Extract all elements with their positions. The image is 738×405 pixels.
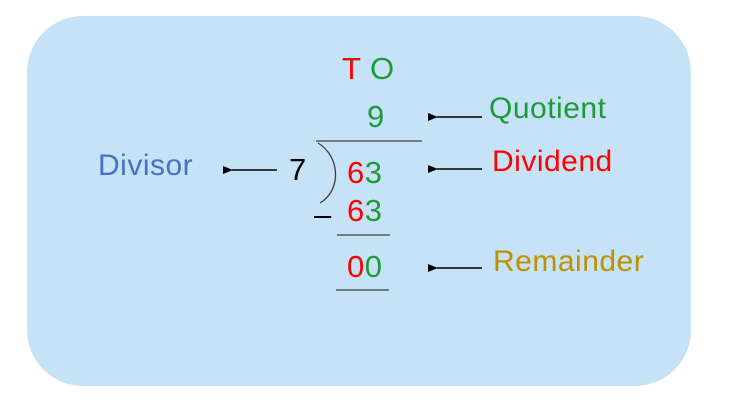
remainder-number: 00 — [347, 249, 383, 285]
ones-header: O — [370, 51, 395, 86]
dividend-ones-digit: 3 — [364, 155, 383, 190]
quotient-label: Quotient — [489, 92, 607, 125]
place-value-header: T O — [342, 51, 395, 87]
remainder-label: Remainder — [493, 245, 645, 278]
dividend-tens-digit: 6 — [347, 155, 365, 190]
remainder-ones-digit: 0 — [364, 249, 383, 284]
divisor-digit: 7 — [289, 152, 307, 187]
minus-sign: – — [314, 197, 332, 232]
quotient-digit: 9 — [367, 99, 385, 134]
division-bracket — [317, 142, 337, 204]
subtraction-number: 63 — [347, 193, 383, 229]
subtraction-tens-digit: 6 — [347, 193, 365, 228]
tens-header: T — [342, 51, 361, 86]
remainder-tens-digit: 0 — [347, 249, 365, 284]
background-panel — [27, 16, 691, 386]
subtraction-ones-digit: 3 — [364, 193, 383, 228]
dividend-label: Dividend — [492, 145, 613, 178]
dividend-number: 63 — [347, 155, 383, 191]
divisor-label: Divisor — [98, 149, 194, 182]
